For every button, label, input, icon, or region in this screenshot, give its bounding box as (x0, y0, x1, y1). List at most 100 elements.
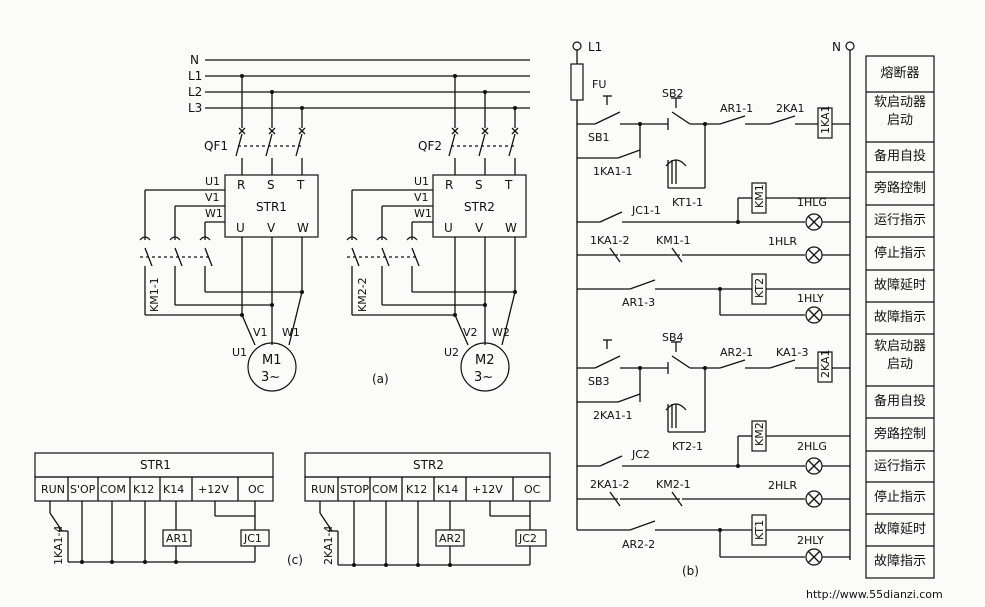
strip2-term-com: COM (372, 483, 398, 496)
motor-m2-term-u: U2 (444, 346, 459, 359)
str2-input-r: R (445, 178, 453, 192)
function-table (865, 55, 935, 579)
hold-2ka1-1-label: 2KA1-1 (593, 409, 633, 422)
bypass-label-km1-1: KM1-1 (148, 277, 161, 312)
2ka1-series-label: 2KA1 (776, 102, 805, 115)
control-group-1: SB1 SB2 AR1-1 2KA1 1KA1 1KA1-1 KT1-1 (577, 87, 850, 324)
hold-1ka1-1-label: 1KA1-1 (593, 165, 633, 178)
motor-m2-term-v: V2 (463, 326, 478, 339)
figure-label-a: (a) (372, 372, 389, 386)
jc2-label: JC2 (631, 448, 650, 461)
control-group-2: SB3 SB4 AR2-1 KA1-3 2KA1 2KA1-1 KT2-1 JC… (577, 331, 850, 566)
str1-feed-w1: W1 (205, 207, 223, 220)
str1-output-w: W (297, 221, 309, 235)
str2-motor-wiring (352, 237, 517, 346)
str2-feed-v1: V1 (414, 191, 429, 204)
ft-cell-1: 软启动器启动 (873, 95, 926, 128)
ft-cell-2: 备用自投 (873, 149, 926, 164)
ft-cell-0: 熔断器 (880, 66, 920, 81)
lamp-1hlr-label: 1HLR (768, 235, 797, 248)
strip1-term-k12: K12 (133, 483, 154, 496)
ft-cell-12: 停止指示 (873, 490, 926, 505)
strip1-term-com: COM (100, 483, 126, 496)
bus-label-l2: L2 (188, 85, 202, 99)
strip1-term-k14: K14 (163, 483, 184, 496)
str2-output-u: U (444, 221, 453, 235)
strip1-relay-jc1: JC1 (243, 532, 262, 545)
strip2-term-stop: STOP (340, 483, 369, 496)
ft-cell-8: 软启动器启动 (873, 339, 926, 372)
ar1-1-label: AR1-1 (720, 102, 753, 115)
lamp-2hlg-label: 2HLG (797, 440, 827, 453)
breaker-qf2-label: QF2 (418, 139, 442, 153)
strip1-term-12v: +12V (198, 483, 229, 496)
motor-m1-label: M1 (262, 353, 282, 368)
nc-km2-1-label: KM2-1 (656, 478, 691, 491)
strip2-term-k14: K14 (437, 483, 458, 496)
jc1-1-label: JC1-1 (631, 204, 661, 217)
soft-starter-str2: R S T STR2 U V W U1 V1 W1 (351, 174, 527, 240)
nc-km1-1-label: KM1-1 (656, 234, 691, 247)
strip1-contact-1ka1-4: 1KA1-4 (52, 525, 65, 565)
motor-m1-phase: 3~ (261, 370, 280, 385)
strip1-term-run: RUN (41, 483, 65, 496)
kt1-1-label: KT1-1 (672, 196, 703, 209)
nc-2ka1-2-label: 2KA1-2 (590, 478, 630, 491)
ar2-1-label: AR2-1 (720, 346, 753, 359)
coil-kt2-label: KT2 (753, 278, 766, 298)
control-supply: L1 N FU (570, 40, 855, 560)
ft-cell-5: 停止指示 (873, 246, 926, 261)
watermark: http://www.55dianzi.com (806, 588, 943, 601)
strip2-contact-2ka1-4: 2KA1-4 (322, 525, 335, 565)
strip2-term-run: RUN (311, 483, 335, 496)
breaker-qf1: QF1 (204, 74, 306, 175)
bus-label-l1: L1 (188, 69, 202, 83)
lamp-2hlr-label: 2HLR (768, 479, 797, 492)
bus-label-n: N (190, 53, 199, 67)
lamp-2hly-label: 2HLY (797, 534, 824, 547)
strip2-relay-jc2: JC2 (518, 532, 537, 545)
strip1-term-stop: S'OP (70, 483, 96, 496)
figure-label-b: (b) (682, 564, 699, 578)
lamp-1hlg-label: 1HLG (797, 196, 827, 209)
coil-1ka1-label: 1KA1 (819, 105, 832, 134)
str1-output-v: V (267, 221, 276, 235)
motor-m2: M2 3~ U2 V2 W2 (444, 326, 510, 392)
str2-feed-u1: U1 (414, 175, 429, 188)
strip1-relay-ar1: AR1 (166, 532, 188, 545)
kt2-1-label: KT2-1 (672, 440, 703, 453)
coil-kt1-label: KT1 (753, 520, 766, 540)
str1-feed-u1: U1 (205, 175, 220, 188)
motor-m1-term-v: V1 (253, 326, 268, 339)
power-bus: N L1 L2 L3 (188, 53, 530, 115)
lamp-1hly-label: 1HLY (797, 292, 824, 305)
coil-km1-label: KM1 (753, 184, 766, 208)
motor-m1: M1 3~ U1 V1 W1 (232, 326, 300, 392)
motor-m1-term-w: W1 (282, 326, 300, 339)
str2-title: STR2 (464, 200, 495, 214)
str1-output-u: U (236, 221, 245, 235)
motor-m1-term-u: U1 (232, 346, 247, 359)
ft-cell-4: 运行指示 (873, 213, 926, 228)
strip1-term-oc: OC (248, 483, 265, 496)
bypass-contactor-km1-1: KM1-1 (139, 236, 213, 315)
control-n-label: N (832, 40, 841, 54)
ft-cell-14: 故障指示 (873, 554, 926, 569)
ft-cell-7: 故障指示 (873, 310, 926, 325)
str1-input-s: S (267, 178, 275, 192)
strip2-relay-ar2: AR2 (439, 532, 461, 545)
figure-label-c: (c) (287, 553, 303, 567)
str1-motor-wiring (145, 237, 304, 346)
ft-cell-3: 旁路控制 (873, 181, 926, 196)
sb4-label: SB4 (662, 331, 684, 344)
coil-km2-label: KM2 (753, 422, 766, 446)
str2-output-v: V (475, 221, 484, 235)
ka1-3-series-label: KA1-3 (776, 346, 809, 359)
ar2-2-label: AR2-2 (622, 538, 655, 551)
strip1-title: STR1 (140, 458, 171, 472)
bypass-contactor-km2-2: KM2-2 (346, 236, 420, 315)
motor-m2-label: M2 (475, 353, 495, 368)
sb2-label: SB2 (662, 87, 684, 100)
control-l1-label: L1 (588, 40, 602, 54)
ft-cell-6: 故障延时 (873, 278, 926, 293)
